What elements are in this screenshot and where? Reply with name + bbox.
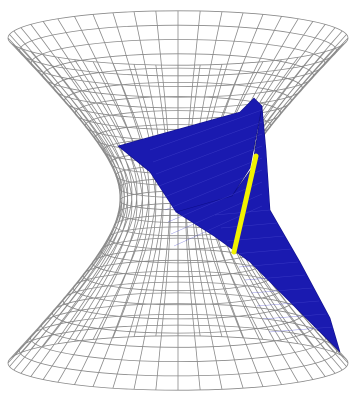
- mesh-meridian: [42, 54, 133, 380]
- surface-gridline: [158, 145, 263, 187]
- surface-gridline: [238, 261, 299, 268]
- blue-surface: [117, 97, 341, 353]
- surface-gridline: [149, 109, 263, 151]
- surface-gridline: [155, 133, 263, 175]
- surface-gridline: [232, 248, 292, 255]
- mesh-meridian: [20, 27, 125, 353]
- yellow-curve: [231, 153, 259, 255]
- mesh-meridian: [57, 56, 138, 383]
- mesh-meridian: [30, 24, 129, 350]
- mesh-meridian: [74, 59, 144, 385]
- surface-gridline: [164, 169, 263, 211]
- mesh-meridian: [155, 64, 171, 391]
- surface-gridline: [244, 274, 306, 281]
- mesh-meridian: [57, 18, 138, 345]
- surface-gridline: [173, 205, 263, 247]
- mesh-meridian: [133, 64, 164, 390]
- surface-gridline: [161, 157, 263, 199]
- mesh-meridian: [20, 48, 125, 374]
- surface-gridline: [250, 287, 313, 294]
- surface-gridline: [268, 326, 334, 333]
- surface-gridline: [220, 222, 278, 229]
- mesh-meridian: [9, 34, 121, 360]
- surface-gridline: [262, 313, 327, 320]
- mesh-meridian: [74, 16, 144, 342]
- mesh-meridian: [42, 21, 133, 347]
- mesh-meridian: [13, 30, 123, 357]
- surface-gridline: [256, 300, 320, 307]
- mesh-meridian: [92, 61, 150, 387]
- mesh-meridian: [112, 62, 157, 389]
- mesh-meridian: [112, 12, 157, 339]
- surface-gridline: [152, 121, 263, 163]
- mesh-meridian: [92, 14, 150, 340]
